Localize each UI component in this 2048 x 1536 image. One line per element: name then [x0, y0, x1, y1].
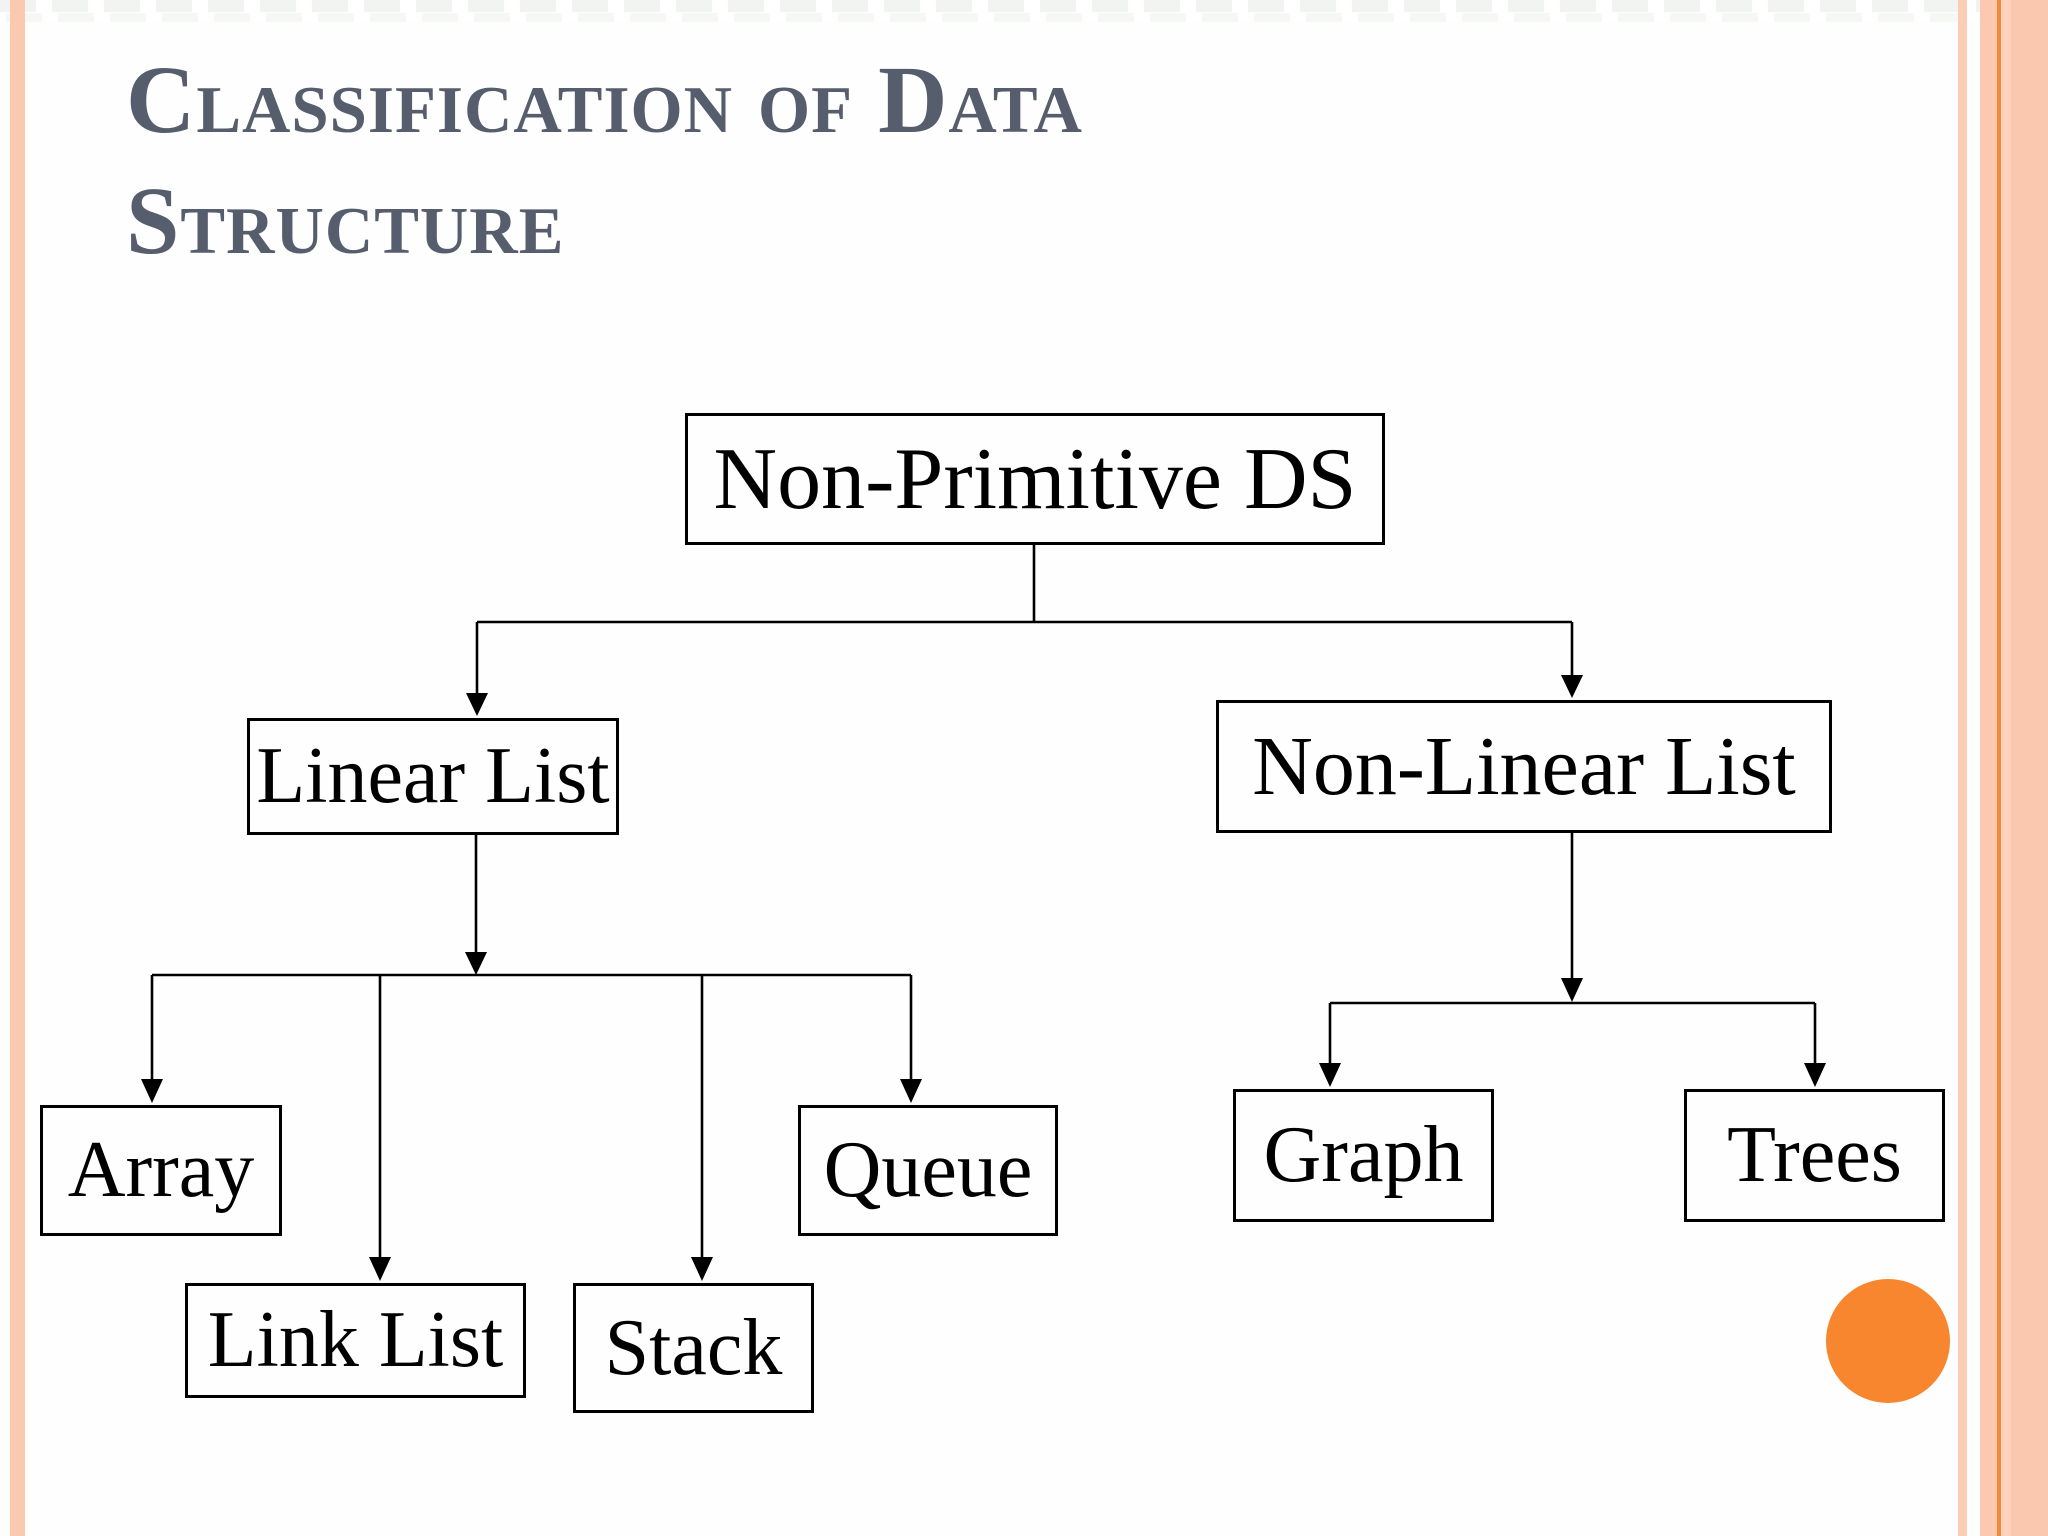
top-dashed-border [0, 0, 2048, 12]
node-link-list: Link List [185, 1283, 526, 1398]
slide-title-line-1: Classification of Data [126, 46, 1083, 153]
right-border-stripe-3 [2001, 0, 2011, 1536]
slide-title: Classification of Data Structure [126, 40, 1626, 282]
edge-root-split [466, 545, 1583, 716]
right-border-stripe-1 [1958, 0, 1967, 1536]
orange-circle-decoration [1826, 1279, 1950, 1403]
right-border-stripe-2 [1980, 0, 1997, 1536]
node-stack: Stack [573, 1283, 814, 1413]
slide-title-line-2: Structure [126, 166, 565, 274]
node-trees: Trees [1684, 1089, 1945, 1222]
node-non-linear-list: Non-Linear List [1216, 700, 1832, 833]
right-border-stripe-4 [2011, 0, 2048, 1536]
node-graph: Graph [1233, 1089, 1494, 1222]
top-dashed-border-row2 [0, 13, 2048, 22]
right-border-orange-line [1997, 0, 2001, 1536]
node-queue: Queue [798, 1105, 1058, 1236]
left-border-stripe [10, 0, 25, 1536]
node-linear-list: Linear List [247, 718, 619, 835]
node-array: Array [40, 1105, 282, 1236]
node-non-primitive-ds: Non-Primitive DS [685, 413, 1385, 545]
edge-nonlinear-split [1319, 833, 1826, 1087]
